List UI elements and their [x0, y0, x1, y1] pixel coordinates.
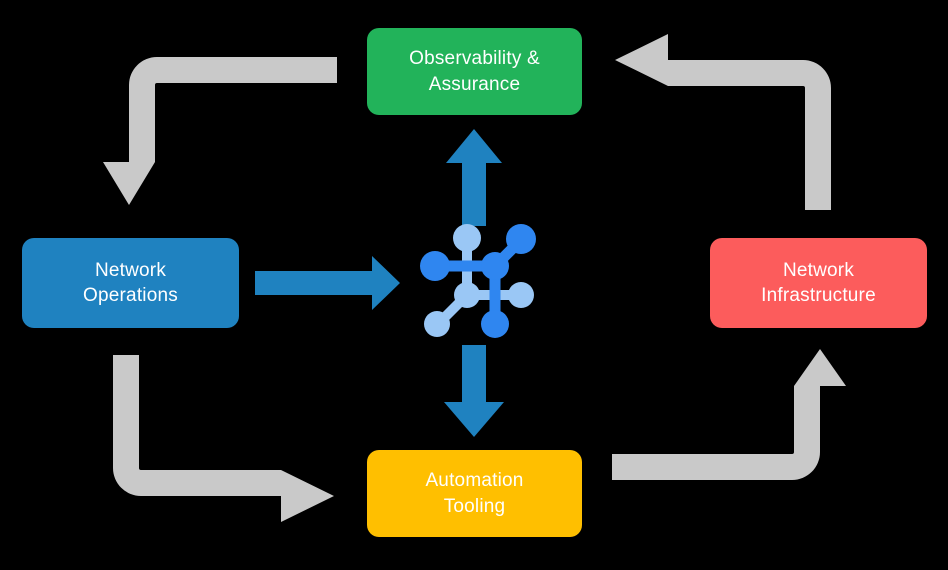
box-network-operations[interactable]: Network Operations [22, 238, 239, 328]
cycle-arrow-observability-to-operations [103, 57, 337, 205]
network-icon-dark-edges [431, 234, 527, 329]
network-icon-dark-nodes [420, 224, 536, 338]
box-network-operations-label: Network Operations [83, 259, 178, 306]
cycle-arrow-operations-to-automation [113, 355, 334, 522]
network-icon-light-nodes [424, 224, 534, 337]
box-network-infrastructure[interactable]: Network Infrastructure [710, 238, 927, 328]
box-observability-label: Observability & Assurance [409, 48, 540, 95]
box-network-infrastructure-label: Network Infrastructure [761, 259, 876, 306]
flow-arrow-center-to-observability [446, 129, 502, 226]
flow-arrow-operations-to-center [255, 256, 400, 310]
cycle-arrow-infrastructure-to-observability [615, 34, 831, 210]
cycle-arrow-automation-to-infrastructure [612, 349, 846, 480]
flow-arrow-center-to-automation [444, 345, 504, 437]
box-automation-tooling[interactable]: Automation Tooling [367, 450, 582, 537]
box-observability-assurance[interactable]: Observability & Assurance [367, 28, 582, 115]
network-icon-light-edges [435, 235, 524, 327]
box-automation-tooling-label: Automation Tooling [425, 470, 524, 517]
